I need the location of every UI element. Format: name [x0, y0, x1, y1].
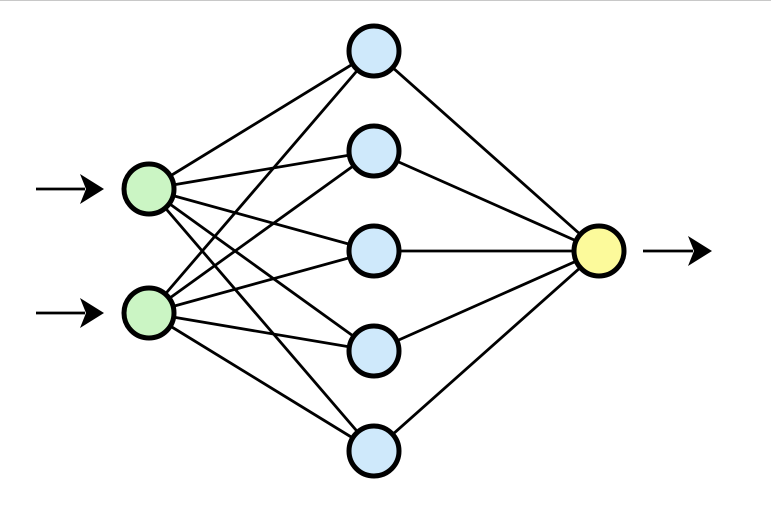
node-hidden-2 — [346, 123, 402, 179]
edge-input-1-hidden-4 — [148, 187, 375, 353]
edge-hidden-2-output-1 — [373, 149, 600, 253]
edge-input-1-hidden-2 — [148, 149, 375, 191]
edge-input-2-hidden-2 — [148, 149, 375, 315]
node-hidden-3 — [346, 223, 402, 279]
edge-input-1-hidden-1 — [148, 49, 375, 191]
edge-input-1-hidden-5 — [147, 188, 376, 452]
edge-hidden-5-output-1 — [373, 249, 600, 453]
edge-input-2-hidden-3 — [148, 249, 375, 315]
edge-hidden-1-output-1 — [373, 49, 600, 253]
node-hidden-1 — [346, 23, 402, 79]
edge-input-2-hidden-4 — [148, 311, 375, 353]
edge-input-2-hidden-5 — [148, 311, 375, 453]
node-hidden-4 — [346, 323, 402, 379]
node-input-1 — [121, 161, 177, 217]
node-input-2 — [121, 285, 177, 341]
input-arrow-1-head — [80, 174, 104, 204]
output-arrow-head — [688, 236, 712, 266]
edge-hidden-4-output-1 — [373, 249, 600, 353]
input-arrow-2-head — [80, 298, 104, 328]
node-output-1 — [571, 223, 627, 279]
edge-input-1-hidden-3 — [148, 187, 375, 253]
node-hidden-5 — [346, 423, 402, 479]
edge-input-2-hidden-1 — [147, 50, 376, 314]
